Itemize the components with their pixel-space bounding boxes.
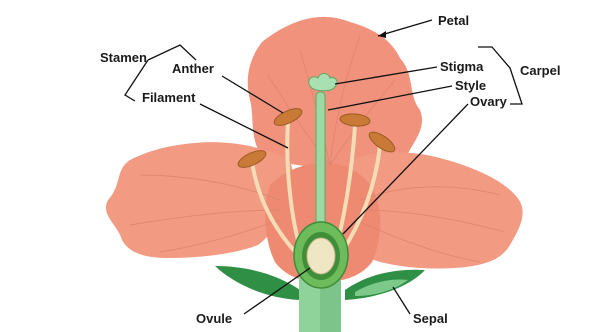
petal-back [248,17,422,170]
stamen-bracket [148,45,196,60]
label-stamen: Stamen [100,50,147,65]
sepal-line [393,287,410,314]
petal-line [378,20,432,36]
label-ovary: Ovary [470,94,508,109]
label-ovule: Ovule [196,311,232,326]
label-petal: Petal [438,13,469,28]
ovule-shape [307,238,335,274]
label-style: Style [455,78,486,93]
label-filament: Filament [142,90,196,105]
label-stigma: Stigma [440,59,484,74]
label-sepal: Sepal [413,311,448,326]
style-tube [316,92,325,232]
label-carpel: Carpel [520,63,560,78]
label-anther: Anther [172,61,214,76]
